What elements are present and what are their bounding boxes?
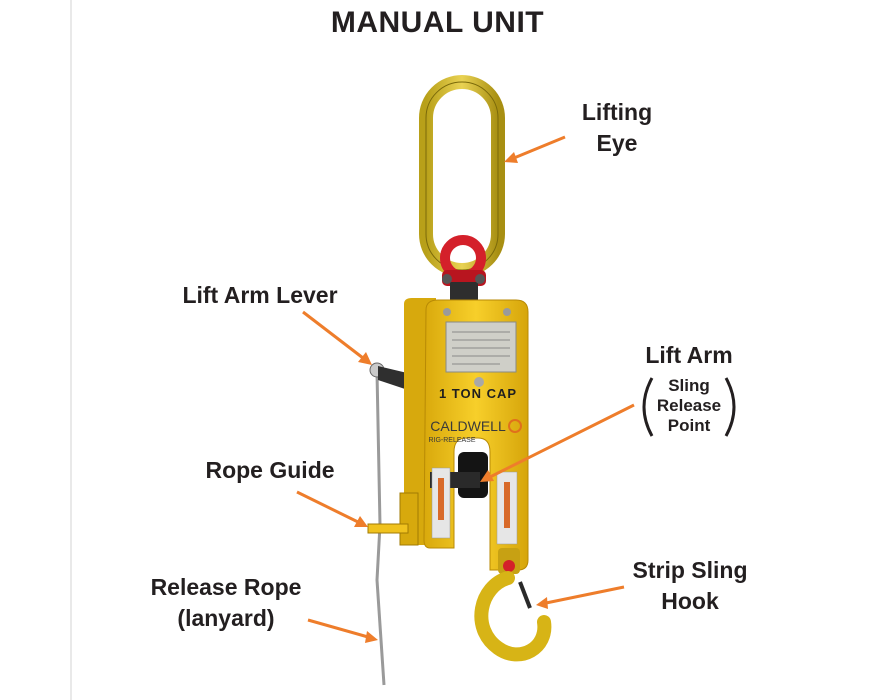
label-strip-sling-hook: Strip Sling Hook [620, 555, 760, 617]
label-rope-guide: Rope Guide [205, 457, 335, 483]
right-paren [724, 377, 736, 437]
bolt [474, 377, 484, 387]
rope-guide [367, 492, 419, 546]
capacity-marking: 1 TON CAP [439, 386, 517, 401]
release-rope [375, 371, 386, 686]
label-sling: Sling [668, 376, 710, 395]
strip-sling-hook [474, 548, 552, 662]
arrow-lifting-eye-head [504, 152, 518, 163]
warning-label-right [496, 471, 518, 545]
arrow-strip-sling-hook [545, 585, 625, 605]
red-shackle [440, 235, 486, 304]
data-plate [445, 321, 517, 373]
arrow-lift-arm-head [480, 470, 494, 482]
label-sling-release-point: Sling Release Point [650, 376, 728, 436]
label-point: Point [667, 416, 711, 435]
label-release: Release [656, 396, 722, 415]
arrow-rope-guide [296, 490, 359, 524]
label-lifting-eye-line1: Lifting [581, 99, 653, 125]
brand-marking: CALDWELL [430, 418, 506, 434]
brand-logo-icon [508, 419, 522, 433]
callout-arrows [296, 135, 635, 643]
arrow-lift-arm [489, 403, 635, 479]
arrow-rope-guide-head [354, 516, 368, 527]
arrow-lift-arm-lever-head [358, 352, 372, 365]
warning-label-left [431, 467, 451, 539]
arrow-release-rope-head [365, 631, 378, 643]
product-marking: RIG-RELEASE [428, 437, 475, 444]
label-strip-sling-hook-line2: Hook [661, 588, 719, 614]
label-lifting-eye-line2: Eye [596, 130, 638, 156]
arrow-release-rope [307, 618, 369, 639]
left-paren [642, 377, 654, 437]
label-release-rope-line2: (lanyard) [177, 605, 275, 631]
label-release-rope: Release Rope (lanyard) [140, 572, 312, 634]
label-release-rope-line1: Release Rope [150, 574, 302, 600]
label-lift-arm-lever: Lift Arm Lever [182, 282, 338, 308]
bolt [443, 308, 451, 316]
page-title: MANUAL UNIT [330, 6, 545, 39]
page-left-rule [70, 0, 72, 700]
label-lift-arm: Lift Arm [645, 342, 733, 368]
arrow-lifting-eye [513, 135, 566, 160]
arrow-lift-arm-lever [302, 310, 364, 360]
bolt [503, 308, 511, 316]
arrow-strip-sling-hook-head [536, 597, 548, 609]
label-lifting-eye: Lifting Eye [562, 97, 672, 159]
label-strip-sling-hook-line1: Strip Sling [632, 557, 748, 583]
